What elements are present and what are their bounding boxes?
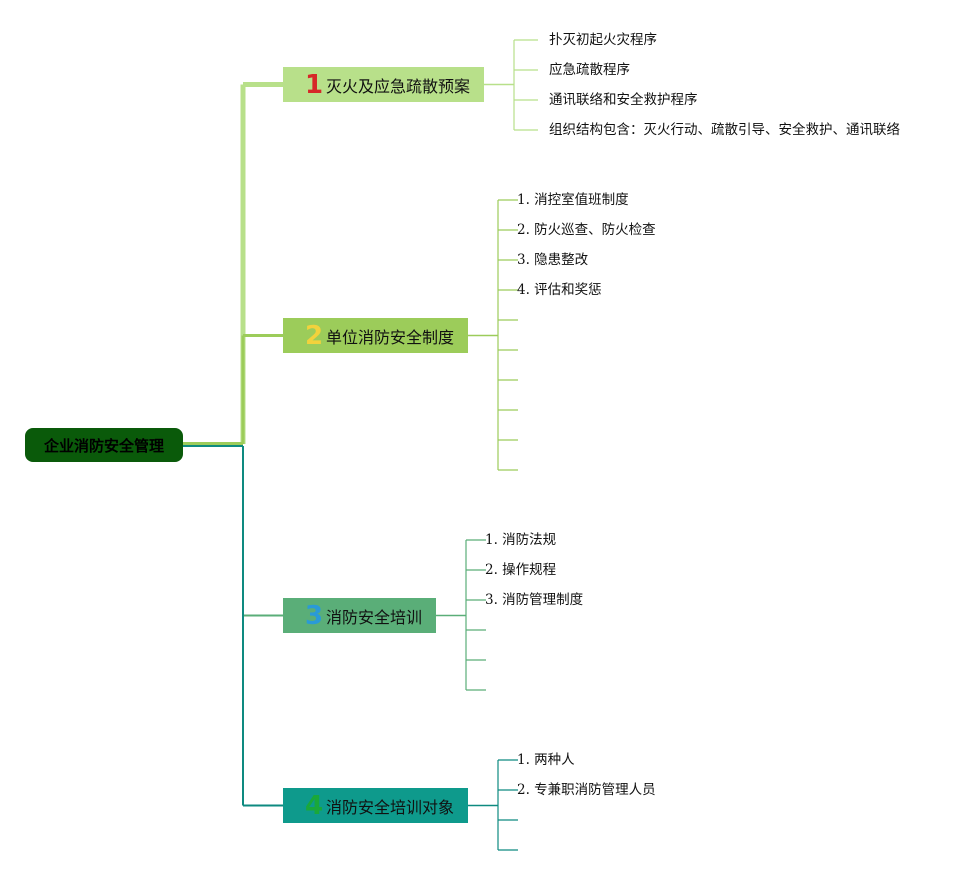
item-index: 3. (517, 252, 535, 268)
branch-1-item-2[interactable]: 应急疏散程序 (549, 61, 630, 79)
item-index: 2. (517, 782, 535, 798)
branch-4-item-2[interactable]: 2. 专兼职消防管理人员 (517, 781, 656, 799)
item-text: 评估和奖惩 (534, 282, 602, 298)
item-text: 防火巡查、防火检查 (534, 222, 656, 238)
item-text: 通讯联络和安全救护程序 (549, 92, 698, 108)
branch-3-number: 3 (304, 600, 324, 631)
branch-1-item-1[interactable]: 扑灭初起火灾程序 (549, 31, 657, 49)
item-text: 两种人 (534, 752, 575, 768)
branch-1-item-4[interactable]: 组织结构包含：灭火行动、疏散引导、安全救护、通讯联络 (549, 121, 900, 139)
item-text: 消防法规 (502, 532, 557, 548)
branch-1-number: 1 (304, 69, 324, 100)
branch-2-label: 单位消防安全制度 (326, 327, 455, 347)
branch-3-label: 消防安全培训 (326, 607, 423, 627)
branch-3-item-3[interactable]: 3. 消防管理制度 (485, 591, 583, 609)
item-text: 应急疏散程序 (549, 62, 630, 78)
item-index: 1. (517, 192, 535, 208)
branch-1-item-3[interactable]: 通讯联络和安全救护程序 (549, 91, 698, 109)
branch-2-item-2[interactable]: 2. 防火巡查、防火检查 (517, 221, 656, 239)
branch-1-label: 灭火及应急疏散预案 (326, 76, 471, 96)
item-text: 消控室值班制度 (534, 192, 629, 208)
item-text: 组织结构包含：灭火行动、疏散引导、安全救护、通讯联络 (549, 122, 900, 138)
branch-2-number: 2 (304, 320, 324, 351)
item-text: 专兼职消防管理人员 (534, 782, 656, 798)
branch-4-item-1[interactable]: 1. 两种人 (517, 751, 575, 769)
branch-2-item-3[interactable]: 3. 隐患整改 (517, 251, 588, 269)
item-index: 3. (485, 592, 503, 608)
item-text: 扑灭初起火灾程序 (549, 32, 657, 48)
root-node[interactable]: 企业消防安全管理 (25, 428, 183, 462)
item-text: 隐患整改 (534, 252, 589, 268)
item-text: 消防管理制度 (502, 592, 584, 608)
root-label: 企业消防安全管理 (43, 436, 164, 455)
item-index: 1. (517, 752, 535, 768)
branch-3-item-1[interactable]: 1. 消防法规 (485, 531, 556, 549)
item-index: 1. (485, 532, 503, 548)
item-index: 2. (517, 222, 535, 238)
item-text: 操作规程 (502, 562, 557, 578)
branch-4-number: 4 (304, 790, 324, 821)
item-index: 2. (485, 562, 503, 578)
branch-2-item-1[interactable]: 1. 消控室值班制度 (517, 191, 629, 209)
branch-2-item-4[interactable]: 4. 评估和奖惩 (517, 281, 602, 299)
branch-4-label: 消防安全培训对象 (326, 797, 455, 817)
item-index: 4. (517, 282, 535, 298)
branch-3-item-2[interactable]: 2. 操作规程 (485, 561, 556, 579)
